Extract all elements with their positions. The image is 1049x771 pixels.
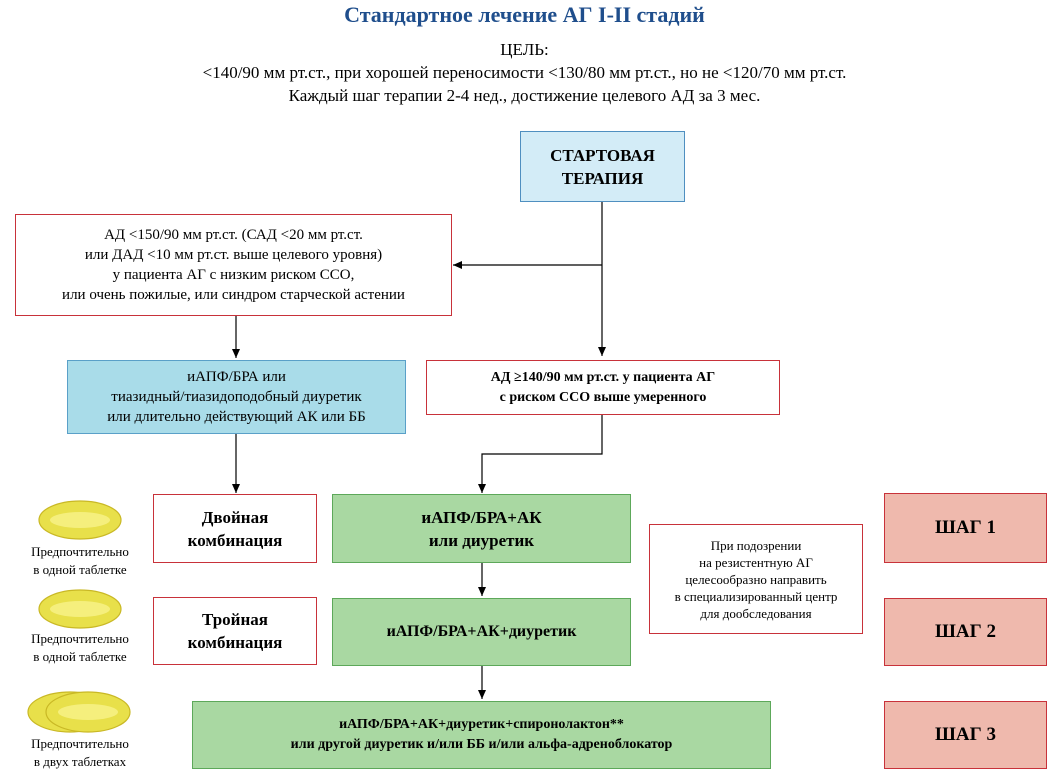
step-1-text: ШАГ 1 [935,517,996,538]
step3-line-1: иАПФ/БРА+АК+диуретик+спиронолактон** [339,717,624,732]
note-line-2: на резистентную АГ [699,554,813,570]
high-risk-line-2: с риском ССО выше умеренного [499,389,707,405]
low-risk-line-3: у пациента АГ с низким риском ССО, [112,267,355,283]
step1-line-1: иАПФ/БРА+АК [421,507,542,527]
pill-caption-1-line-2: в одной таблетке [33,562,127,577]
high-risk-condition-box: АД ≥140/90 мм рт.ст. у пациента АГ с рис… [426,360,780,415]
goal-targets: <140/90 мм рт.ст., при хорошей переносим… [202,63,847,82]
step3-therapy-box: иАПФ/БРА+АК+диуретик+спиронолактон** или… [192,701,771,769]
step-2-text: ШАГ 2 [935,621,996,642]
pill-caption-2-line-1: Предпочтительно [31,631,129,646]
double-pill-icon [27,691,131,733]
goal-heading: ЦЕЛЬ: [500,40,549,59]
pill-caption-3: Предпочтительно в двух таблетках [10,735,150,771]
step-3-text: ШАГ 3 [935,724,996,745]
triple-line-1: Тройная [202,610,268,629]
step2-therapy-box: иАПФ/БРА+АК+диуретик [332,598,631,666]
mono-line-3: или длительно действующий АК или ББ [107,409,366,425]
step1-line-2: или диуретик [428,530,535,550]
page-title: Стандартное лечение АГ I-II стадий [344,2,705,27]
pill-caption-3-line-1: Предпочтительно [31,736,129,751]
triple-combination-label: Тройная комбинация [153,597,317,665]
pill-caption-2-line-2: в одной таблетке [33,649,127,664]
low-risk-condition-box: АД <150/90 мм рт.ст. (САД <20 мм рт.ст. … [15,214,452,316]
resistant-hypertension-note: При подозрении на резистентную АГ целесо… [649,524,863,634]
start-line-2: ТЕРАПИЯ [561,168,644,188]
goal-timeline: Каждый шаг терапии 2-4 нед., достижение … [288,86,761,105]
step-1-label: ШАГ 1 [884,493,1047,563]
step1-therapy-box: иАПФ/БРА+АК или диуретик [332,494,631,563]
single-pill-icon [38,500,122,540]
start-line-1: СТАРТОВАЯ [550,145,655,165]
triple-line-2: комбинация [187,633,283,652]
low-risk-line-4: или очень пожилые, или синдром старческо… [62,287,405,303]
pill-caption-1-line-1: Предпочтительно [31,544,129,559]
low-risk-line-1: АД <150/90 мм рт.ст. (САД <20 мм рт.ст. [104,227,363,243]
step-2-label: ШАГ 2 [884,598,1047,666]
note-line-4: в специализированный центр [674,588,838,604]
monotherapy-box: иАПФ/БРА или тиазидный/тиазидоподобный д… [67,360,406,434]
arrow-high-risk-to-step1 [478,415,603,493]
double-line-1: Двойная [201,507,269,527]
high-risk-line-1: АД ≥140/90 мм рт.ст. у пациента АГ [490,369,716,385]
note-line-5: для дообследования [700,605,812,621]
double-line-2: комбинация [187,530,283,550]
single-pill-icon [38,589,122,629]
start-therapy-box: СТАРТОВАЯ ТЕРАПИЯ [520,131,685,202]
pill-caption-1: Предпочтительно в одной таблетке [10,543,150,579]
pill-caption-3-line-2: в двух таблетках [33,754,127,769]
step3-line-2: или другой диуретик и/или ББ и/или альфа… [290,737,673,752]
step2-line-1: иАПФ/БРА+АК+диуретик [386,623,577,640]
step-3-label: ШАГ 3 [884,701,1047,769]
mono-line-1: иАПФ/БРА или [187,369,286,385]
pill-caption-2: Предпочтительно в одной таблетке [10,630,150,666]
mono-line-2: тиазидный/тиазидоподобный диуретик [111,389,362,405]
note-line-3: целесообразно направить [685,571,827,587]
low-risk-line-2: или ДАД <10 мм рт.ст. выше целевого уров… [84,247,383,263]
double-combination-label: Двойная комбинация [153,494,317,563]
note-line-1: При подозрении [710,537,802,553]
